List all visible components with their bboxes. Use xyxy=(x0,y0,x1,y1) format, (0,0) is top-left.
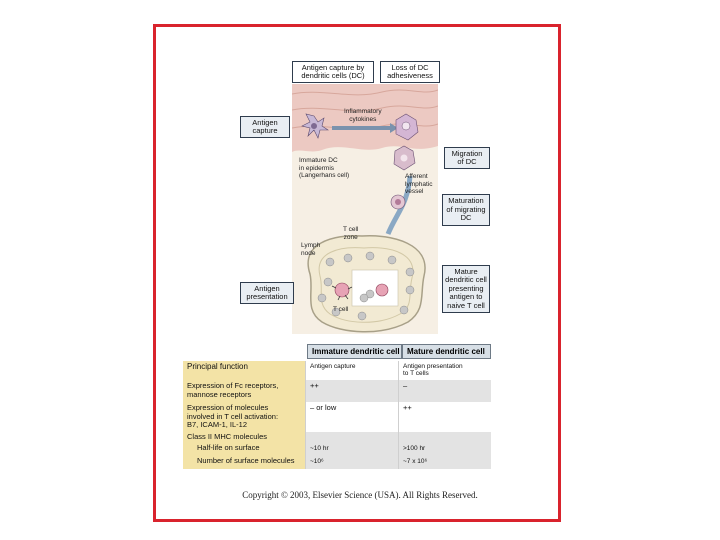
immature-dendritic-cell xyxy=(301,113,329,139)
row-label: Principal function xyxy=(183,361,305,380)
activated-dendritic-cell xyxy=(395,113,419,141)
dc-migration-illustration xyxy=(292,84,438,334)
header-loss-adhesiveness: Loss of DC adhesiveness xyxy=(380,61,440,83)
lymph-vessel-label: Afferent lymphatic vessel xyxy=(405,173,433,195)
row-label: Expression of Fc receptors, mannose rece… xyxy=(183,380,305,402)
table-row: Expression of Fc receptors, mannose rece… xyxy=(183,380,491,402)
maturing-dendritic-cell xyxy=(390,194,406,210)
row-mature: ++ xyxy=(398,402,491,432)
row-immature: ~10 hr xyxy=(305,443,398,455)
row-immature xyxy=(305,432,398,443)
header-mature: Mature dendritic cell xyxy=(402,344,491,359)
cytokines-label: Inflammatory cytokines xyxy=(344,108,382,123)
mature-dc-in-node xyxy=(331,282,353,301)
header-immature: Immature dendritic cell xyxy=(307,344,402,359)
t-cell-label: T cell xyxy=(333,306,349,313)
table-row: Expression of molecules involved in T ce… xyxy=(183,402,491,432)
row-immature: Antigen capture xyxy=(305,361,398,380)
row-mature: >100 hr xyxy=(398,443,491,455)
mature-dc-presenting xyxy=(365,283,389,299)
row-mature: – xyxy=(398,380,491,402)
label-antigen-capture: Antigen capture xyxy=(240,116,290,138)
row-label: Number of surface molecules xyxy=(183,455,305,469)
immature-dc-label: Immature DC in epidermis (Langerhans cel… xyxy=(299,157,350,179)
row-mature xyxy=(398,432,491,443)
label-migration: Migration of DC xyxy=(444,147,490,169)
label-maturation: Maturation of migrating DC xyxy=(442,194,490,226)
row-immature: ~10⁶ xyxy=(305,455,398,469)
table-row: Principal function Antigen capture Antig… xyxy=(183,361,491,380)
copyright-notice: Copyright © 2003, Elsevier Science (USA)… xyxy=(242,490,478,500)
lymph-node-label: Lymph node xyxy=(301,242,321,257)
row-mature: Antigen presentation to T cells xyxy=(398,361,491,380)
t-zone-label: T cell zone xyxy=(343,226,359,241)
header-antigen-capture: Antigen capture by dendritic cells (DC) xyxy=(292,61,374,83)
table-row: Number of surface molecules ~10⁶ ~7 x 10… xyxy=(183,455,491,469)
row-label: Half-life on surface xyxy=(183,443,305,455)
table-row: Class II MHC molecules xyxy=(183,432,491,443)
row-immature: – or low xyxy=(305,402,398,432)
label-antigen-presentation: Antigen presentation xyxy=(240,282,294,304)
row-label: Expression of molecules involved in T ce… xyxy=(183,402,305,432)
label-mature-dc: Mature dendritic cell presenting antigen… xyxy=(442,265,490,313)
row-label: Class II MHC molecules xyxy=(183,432,305,443)
table-row: Half-life on surface ~10 hr >100 hr xyxy=(183,443,491,455)
migrating-dendritic-cell xyxy=(393,145,416,171)
row-mature: ~7 x 10⁶ xyxy=(398,455,491,469)
t-cell xyxy=(359,293,369,303)
row-immature: ++ xyxy=(305,380,398,402)
